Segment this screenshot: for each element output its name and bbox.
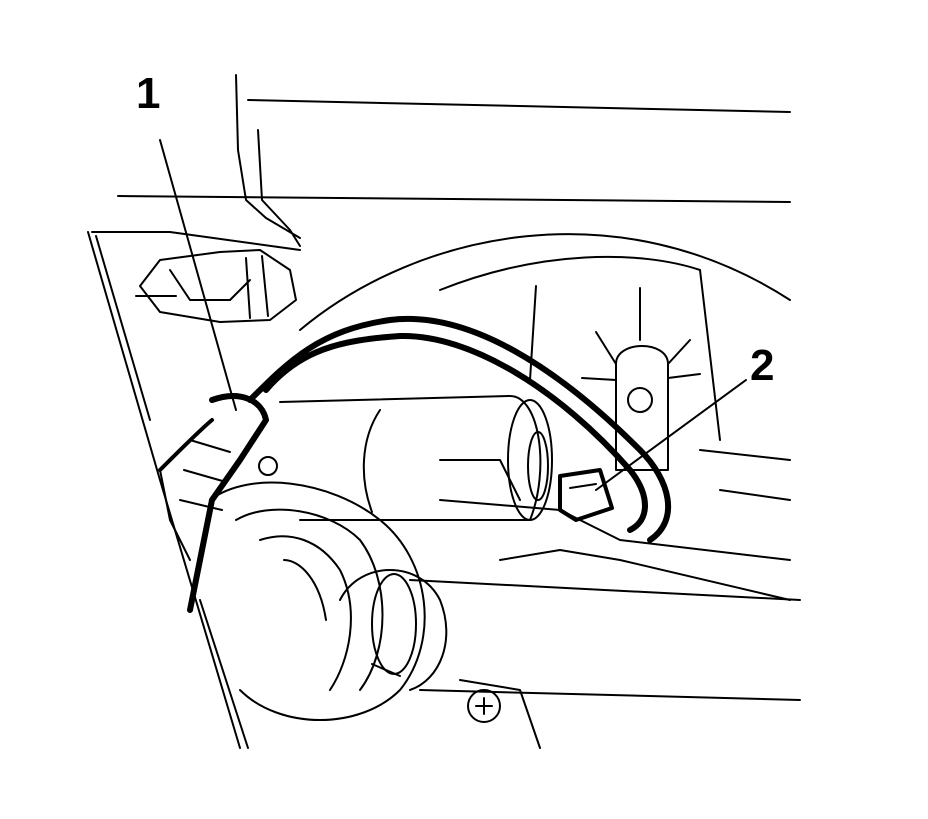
lower-bolt xyxy=(459,679,541,749)
body-sweep xyxy=(299,233,791,441)
pipe xyxy=(439,449,791,601)
sensor-connector xyxy=(558,468,614,522)
body-panel-lines xyxy=(91,74,791,251)
mounting-bracket xyxy=(581,287,701,471)
wiring-harness xyxy=(247,315,671,543)
cv-joint-boot xyxy=(209,481,801,721)
leader-line-2 xyxy=(595,379,747,491)
callout-label-2: 2 xyxy=(750,341,775,390)
callout-label-1: 1 xyxy=(136,69,161,118)
electrical-connector xyxy=(135,249,297,323)
starter-motor xyxy=(258,395,553,521)
leader-line-1 xyxy=(159,139,237,411)
left-frame xyxy=(87,231,249,749)
protective-sleeve xyxy=(158,393,269,613)
